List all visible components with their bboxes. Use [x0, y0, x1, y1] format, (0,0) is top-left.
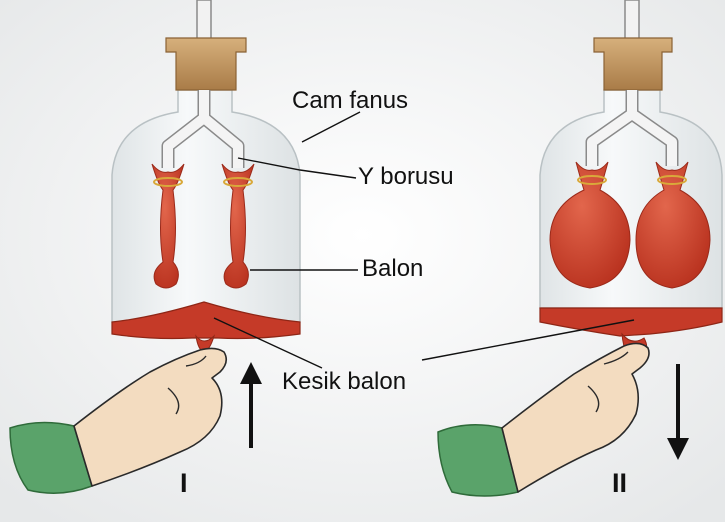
tube-stem-top — [197, 0, 211, 42]
tube-stem-top — [625, 0, 639, 42]
cork-stopper — [594, 38, 672, 90]
label-balon: Balon — [362, 257, 423, 281]
cork-stopper — [166, 38, 246, 90]
label-y-borusu: Y borusu — [358, 165, 454, 189]
panel-numeral-two: II — [612, 470, 627, 497]
label-kesik-balon: Kesik balon — [282, 370, 406, 394]
label-cam-fanus: Cam fanus — [292, 89, 408, 113]
panel-numeral-one: I — [180, 470, 188, 497]
